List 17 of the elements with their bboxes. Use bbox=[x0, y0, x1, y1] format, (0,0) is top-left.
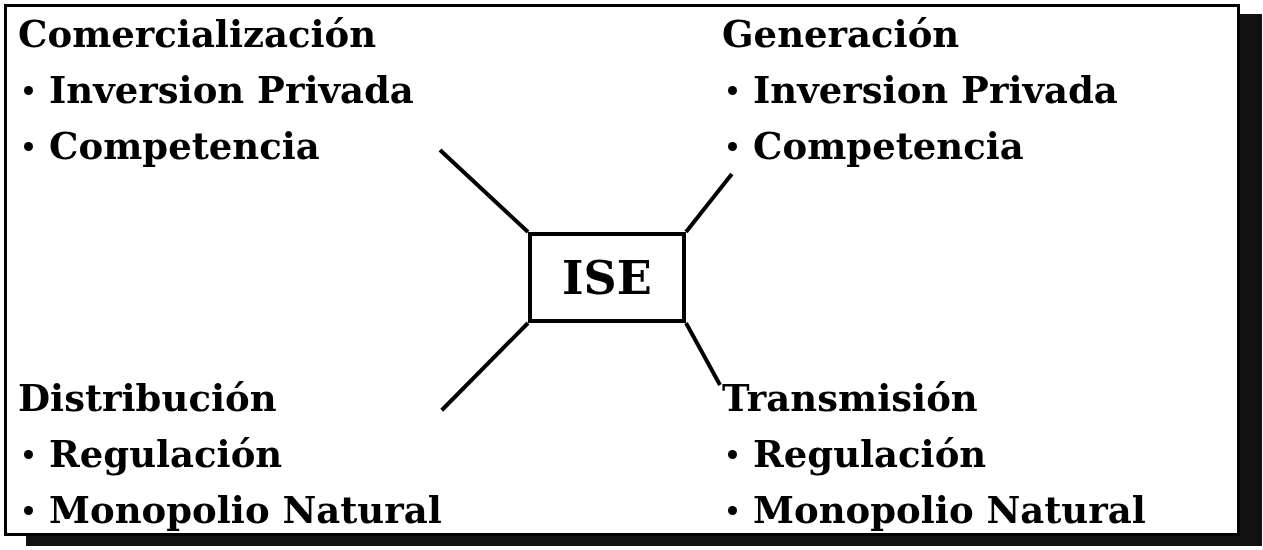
connector-line bbox=[684, 172, 734, 234]
list-item-text: Monopolio Natural bbox=[49, 487, 442, 534]
list-item-text: Competencia bbox=[49, 123, 320, 170]
connector-line bbox=[438, 148, 530, 234]
category-heading: Comercialización bbox=[18, 11, 377, 58]
center-box: ISE bbox=[528, 232, 686, 323]
category-heading: Generación bbox=[722, 11, 960, 58]
category-heading: Transmisión bbox=[722, 375, 978, 422]
list-item-text: Regulación bbox=[49, 431, 283, 478]
list-item-text: Inversion Privada bbox=[49, 67, 414, 114]
list-item-text: Inversion Privada bbox=[753, 67, 1118, 114]
connector-line bbox=[684, 322, 722, 386]
list-item-text: Regulación bbox=[753, 431, 987, 478]
category-heading: Distribución bbox=[18, 375, 277, 422]
list-item-text: Competencia bbox=[753, 123, 1024, 170]
list-item-text: Monopolio Natural bbox=[753, 487, 1146, 534]
connector-line bbox=[440, 321, 530, 412]
